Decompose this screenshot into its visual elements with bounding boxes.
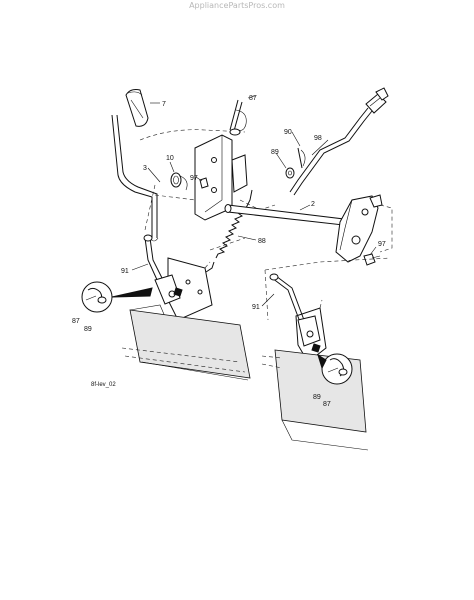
callout-88: 88: [258, 238, 266, 245]
bolt-97-left: [199, 177, 209, 189]
bolt-97-right: [363, 253, 381, 266]
callout-91-left: 91: [121, 268, 129, 275]
callout-2: 2: [311, 201, 315, 208]
callout-97-left: 97: [190, 175, 198, 182]
deck-side-left: [121, 304, 251, 381]
callout-91-right: 91: [252, 304, 260, 311]
right-shaft-arm: [335, 194, 383, 263]
hairpin-90: [297, 147, 306, 169]
callout-87-right: 87: [323, 401, 331, 408]
detail-circle-right: [317, 353, 353, 385]
watermark-text: AppliancePartsPros.com: [189, 1, 285, 10]
right-dashed-frame: [264, 257, 391, 321]
detail-circle-left: [81, 281, 153, 313]
callout-labels: 7 87 90 98 3 10 97 89 2 97 88 91 87 89 9…: [72, 95, 386, 408]
callout-89-right: 89: [313, 394, 321, 401]
pivot-bracket: [194, 134, 248, 221]
callout-87-top: 87: [249, 95, 257, 102]
lever-91-left: [143, 234, 183, 305]
callout-97-right: 97: [378, 241, 386, 248]
callout-90: 90: [284, 129, 292, 136]
leader-lines: [131, 95, 377, 307]
diagram-code: 8f-lev_02: [91, 382, 116, 388]
lift-shaft: [224, 204, 353, 227]
callout-10: 10: [166, 155, 174, 162]
handle-grip: [125, 89, 149, 127]
frame-outline: [139, 129, 393, 253]
lift-handle: [111, 114, 159, 242]
bushing-part-10: [170, 172, 188, 191]
callout-89-top: 89: [271, 149, 279, 156]
callout-3: 3: [143, 165, 147, 172]
callout-89-left: 89: [84, 326, 92, 333]
callout-87-left: 87: [72, 318, 80, 325]
washer-89-top: [285, 167, 295, 179]
callout-98: 98: [314, 135, 322, 142]
clevis-pin-top: [229, 99, 247, 136]
deck-lift-rod: [289, 87, 389, 196]
callout-7: 7: [162, 101, 166, 108]
lever-91-right: [269, 273, 321, 353]
lift-spring: [205, 189, 253, 273]
